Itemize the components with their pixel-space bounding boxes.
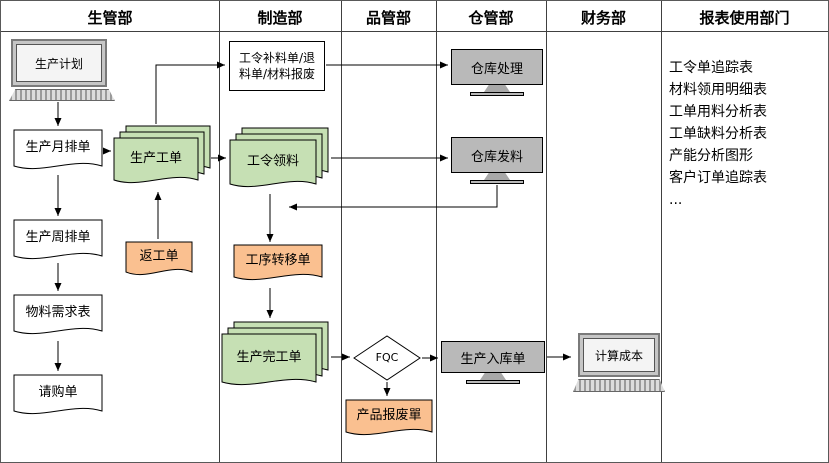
node-label: 生产完工单 bbox=[236, 349, 302, 365]
report-item: 工单用料分析表 bbox=[669, 104, 767, 120]
node-label: FQC bbox=[375, 351, 399, 365]
report-item: 产能分析图形 bbox=[669, 148, 753, 164]
node-cost-calculation-computer: 计算成本 bbox=[573, 333, 665, 392]
terminal-stand-icon bbox=[480, 373, 506, 380]
node-label: 仓库发料 bbox=[451, 137, 543, 173]
node-label: 物料需求表 bbox=[25, 304, 91, 320]
node-product-scrap: 产品报废單 bbox=[345, 399, 433, 441]
node-label: 返工单 bbox=[139, 248, 179, 264]
node-label: 工令领料 bbox=[246, 153, 299, 169]
report-item: 工令单追踪表 bbox=[669, 60, 753, 76]
diamond-icon bbox=[353, 335, 421, 381]
node-label: 生产工单 bbox=[129, 150, 182, 166]
node-label: 计算成本 bbox=[583, 338, 655, 372]
node-material-requisition: 工令领料 bbox=[229, 127, 329, 193]
node-production-work-order: 生产工单 bbox=[113, 125, 211, 189]
report-item: 材料领用明细表 bbox=[669, 82, 767, 98]
computer-monitor-icon: 生产计划 bbox=[11, 39, 107, 87]
terminal-stand-icon bbox=[484, 173, 510, 180]
node-stock-in-order: 生产入库单 bbox=[441, 341, 545, 384]
terminal-base-icon bbox=[470, 92, 524, 96]
report-item: 客户订单追踪表 bbox=[669, 170, 767, 186]
terminal-base-icon bbox=[470, 180, 524, 184]
report-item: 工单缺料分析表 bbox=[669, 126, 767, 142]
node-process-transfer: 工序转移单 bbox=[233, 244, 323, 286]
node-label: 生产周排单 bbox=[25, 229, 91, 245]
node-production-plan-computer: 生产计划 bbox=[9, 39, 117, 101]
node-label: 产品报废單 bbox=[356, 407, 422, 423]
node-material-requirements: 物料需求表 bbox=[13, 294, 103, 340]
report-item: ... bbox=[669, 192, 683, 208]
terminal-stand-icon bbox=[484, 85, 510, 92]
node-label: 工令补料单/退料单/材料报废 bbox=[238, 50, 316, 81]
reports-list: 工令单追踪表 材料领用明细表 工单用料分析表 工单缺料分析表 产能分析图形 客户… bbox=[669, 57, 825, 211]
terminal-base-icon bbox=[466, 380, 520, 384]
node-warehouse-processing: 仓库处理 bbox=[451, 49, 543, 96]
node-warehouse-issue: 仓库发料 bbox=[451, 137, 543, 184]
lane-header-manufacturing: 制造部 bbox=[257, 9, 303, 27]
node-monthly-schedule: 生产月排单 bbox=[13, 129, 103, 175]
node-purchase-request: 请购单 bbox=[13, 374, 103, 420]
node-rework-order: 返工单 bbox=[125, 241, 193, 281]
node-label: 生产入库单 bbox=[441, 341, 545, 373]
lane-header-report-users: 报表使用部门 bbox=[699, 9, 790, 27]
computer-monitor-icon: 计算成本 bbox=[578, 333, 660, 377]
computer-keyboard-icon bbox=[9, 89, 115, 101]
node-label: 生产月排单 bbox=[25, 139, 91, 155]
lane-header-warehouse: 仓管部 bbox=[468, 9, 514, 27]
node-label: 工序转移单 bbox=[245, 252, 311, 268]
lane-header-quality: 品管部 bbox=[365, 9, 411, 27]
lane-divider bbox=[341, 1, 342, 462]
node-label: 仓库处理 bbox=[451, 49, 543, 85]
lane-divider bbox=[661, 1, 662, 462]
node-label: 请购单 bbox=[38, 384, 78, 400]
computer-keyboard-icon bbox=[573, 379, 665, 392]
node-completion-order: 生产完工单 bbox=[221, 321, 329, 391]
node-fqc-decision: FQC bbox=[353, 335, 421, 381]
node-label: 生产计划 bbox=[16, 44, 102, 82]
lane-divider bbox=[436, 1, 437, 462]
header-divider bbox=[1, 31, 828, 32]
node-weekly-schedule: 生产周排单 bbox=[13, 219, 103, 265]
lane-divider bbox=[219, 1, 220, 462]
lane-divider bbox=[546, 1, 547, 462]
lane-header-production-mgmt: 生管部 bbox=[87, 9, 133, 27]
node-supplement-return-scrap: 工令补料单/退料单/材料报废 bbox=[229, 41, 325, 91]
lane-header-finance: 财务部 bbox=[580, 9, 626, 27]
